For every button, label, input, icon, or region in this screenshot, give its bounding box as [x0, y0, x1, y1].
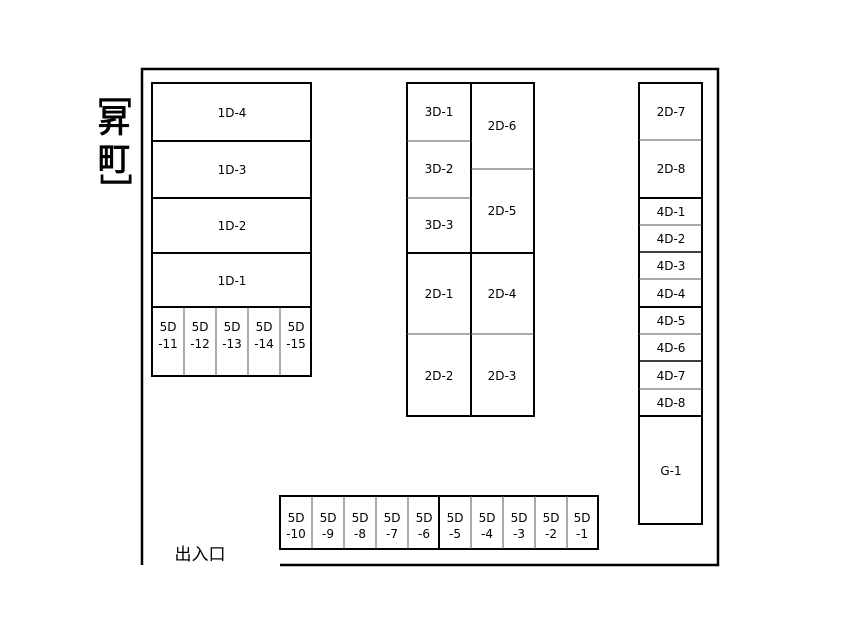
space-5d-9-top: 5D	[320, 511, 337, 525]
title-char-2: 町	[98, 140, 130, 178]
space-5d-1-bottom: -1	[576, 527, 588, 541]
space-5d-4-bottom: -4	[481, 527, 493, 541]
space-1d-4: 1D-4	[218, 106, 247, 120]
space-5d-9-bottom: -9	[322, 527, 334, 541]
entrance-label: 出入口	[175, 545, 226, 565]
space-5d-15-bottom: -15	[286, 337, 306, 351]
space-1d-3: 1D-3	[218, 163, 247, 177]
space-5d-11-bottom: -11	[158, 337, 178, 351]
block-c: 2D-7 2D-8 4D-1 4D-2 4D-3 4D-4 4D-5 4D-6 …	[638, 82, 703, 525]
space-5d-12-top: 5D	[192, 320, 209, 334]
space-2d-3: 2D-3	[488, 369, 517, 383]
space-2d-7: 2D-7	[657, 105, 686, 119]
space-4d-7: 4D-7	[657, 369, 686, 383]
space-5d-8-bottom: -8	[354, 527, 366, 541]
location-title: ［ 昇 町 ］	[95, 76, 134, 206]
block-d: 5D -10 5D -9 5D -8 5D -7 5D -6 5D -5 5D …	[279, 495, 599, 550]
space-4d-5: 4D-5	[657, 314, 686, 328]
space-4d-8: 4D-8	[657, 396, 686, 410]
space-2d-6: 2D-6	[488, 119, 517, 133]
space-4d-3: 4D-3	[657, 259, 686, 273]
space-2d-1: 2D-1	[425, 287, 454, 301]
space-5d-7-top: 5D	[384, 511, 401, 525]
space-5d-13-bottom: -13	[222, 337, 242, 351]
space-5d-15-top: 5D	[288, 320, 305, 334]
space-5d-10-top: 5D	[288, 511, 305, 525]
space-5d-5-bottom: -5	[449, 527, 461, 541]
title-bracket-close: ］	[96, 174, 134, 206]
space-1d-2: 1D-2	[218, 219, 247, 233]
space-5d-1-top: 5D	[574, 511, 591, 525]
space-2d-2: 2D-2	[425, 369, 454, 383]
space-2d-4: 2D-4	[488, 287, 517, 301]
space-2d-8: 2D-8	[657, 162, 686, 176]
space-5d-2-bottom: -2	[545, 527, 557, 541]
space-5d-6-bottom: -6	[418, 527, 430, 541]
space-3d-1: 3D-1	[425, 105, 454, 119]
space-1d-1: 1D-1	[218, 274, 247, 288]
space-5d-3-top: 5D	[511, 511, 528, 525]
space-5d-6-top: 5D	[416, 511, 433, 525]
space-3d-3: 3D-3	[425, 218, 454, 232]
block-b: 3D-1 3D-2 3D-3 2D-6 2D-5 2D-1 2D-2 2D-4 …	[406, 82, 535, 417]
space-3d-2: 3D-2	[425, 162, 454, 176]
space-4d-6: 4D-6	[657, 341, 686, 355]
space-5d-14-top: 5D	[256, 320, 273, 334]
title-bracket-open: ［	[95, 76, 133, 108]
space-g-1: G-1	[660, 464, 681, 478]
space-2d-5: 2D-5	[488, 204, 517, 218]
space-5d-11-top: 5D	[160, 320, 177, 334]
space-5d-3-bottom: -3	[513, 527, 525, 541]
space-5d-7-bottom: -7	[386, 527, 398, 541]
space-5d-10-bottom: -10	[286, 527, 306, 541]
space-4d-1: 4D-1	[657, 205, 686, 219]
space-5d-12-bottom: -12	[190, 337, 210, 351]
space-5d-4-top: 5D	[479, 511, 496, 525]
space-5d-5-top: 5D	[447, 511, 464, 525]
title-char-1: 昇	[98, 102, 130, 140]
space-5d-2-top: 5D	[543, 511, 560, 525]
space-4d-4: 4D-4	[657, 287, 686, 301]
space-5d-14-bottom: -14	[254, 337, 274, 351]
space-4d-2: 4D-2	[657, 232, 686, 246]
space-5d-13-top: 5D	[224, 320, 241, 334]
lot-boundary	[140, 67, 720, 567]
space-5d-8-top: 5D	[352, 511, 369, 525]
block-a: 1D-4 1D-3 1D-2 1D-1 5D -11 5D -12 5D -13…	[151, 82, 312, 377]
